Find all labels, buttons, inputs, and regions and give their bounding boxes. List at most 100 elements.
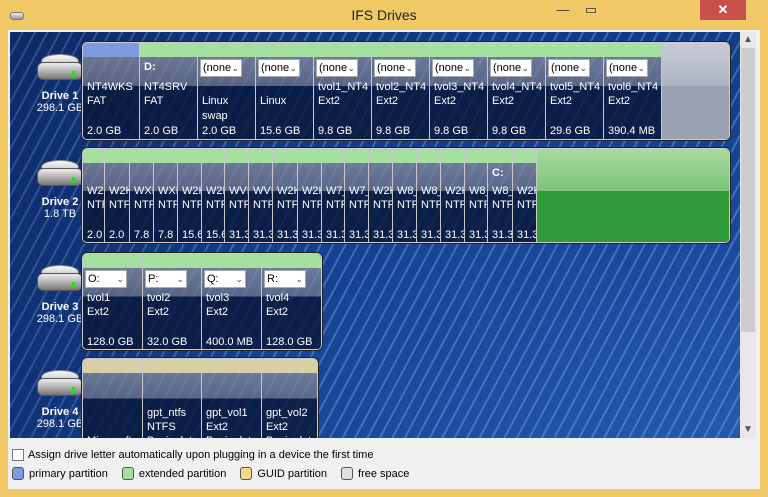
partition-name: tvol4 bbox=[266, 292, 290, 304]
partition-fs: Ext2 bbox=[206, 306, 229, 318]
drive-letter-dropdown[interactable]: (none⌄ bbox=[606, 59, 648, 77]
partition-name: tvol3_NT4 bbox=[434, 81, 485, 93]
partition-type-strip bbox=[262, 254, 321, 268]
partition[interactable]: W7_NTFS31.3 bbox=[322, 149, 345, 242]
partition[interactable]: Microsoft re bbox=[83, 359, 143, 438]
chevron-down-icon: ⌄ bbox=[579, 63, 587, 73]
partition-size: 2.0 bbox=[87, 229, 103, 241]
partition-name: W8_ bbox=[492, 185, 513, 197]
free-space[interactable] bbox=[662, 43, 729, 139]
vertical-scrollbar[interactable]: ▲ ▼ bbox=[740, 32, 756, 438]
chevron-down-icon: ⌄ bbox=[235, 274, 243, 284]
partition[interactable]: gpt_vol2Ext2Basic data bbox=[262, 359, 317, 438]
partition-fs: NTFS bbox=[302, 199, 321, 211]
drive-letter-dropdown[interactable]: (none⌄ bbox=[432, 59, 474, 77]
partition[interactable]: WXPNTFS7.8 bbox=[130, 149, 154, 242]
partition[interactable]: WXPNTFS7.8 bbox=[154, 149, 178, 242]
partition-size: 390.4 MB bbox=[608, 125, 656, 137]
partition-size: 31.3 bbox=[302, 229, 322, 241]
partition-fs: Ext2 bbox=[550, 95, 573, 107]
drive-letter-dropdown[interactable]: R:⌄ bbox=[264, 270, 306, 288]
partition-fs: NTFS bbox=[253, 199, 272, 211]
drive-letter-dropdown[interactable]: (none⌄ bbox=[316, 59, 358, 77]
partition-fs: Ext2 bbox=[147, 306, 170, 318]
partition[interactable]: W2KNTFS15.6 bbox=[202, 149, 225, 242]
partition[interactable]: W7_NTFS31.3 bbox=[345, 149, 369, 242]
partition[interactable]: WVINTFS31.3 bbox=[225, 149, 249, 242]
partition-type-strip bbox=[262, 359, 317, 373]
partition-name: WXP bbox=[134, 185, 153, 197]
partition[interactable]: gpt_vol1Ext2Basic data p bbox=[202, 359, 262, 438]
partition-name: W2K bbox=[182, 185, 201, 197]
auto-assign-checkbox[interactable]: Assign drive letter automatically upon p… bbox=[12, 449, 373, 461]
drive-letter-dropdown[interactable]: P:⌄ bbox=[145, 270, 187, 288]
partition[interactable]: W2KNTFS15.6 bbox=[178, 149, 202, 242]
partition[interactable]: C:W8_NTFS31.3 bbox=[488, 149, 513, 242]
legend-swatch bbox=[12, 467, 24, 480]
partition[interactable]: W2KNTFS2.0 bbox=[105, 149, 130, 242]
partition[interactable]: W2KNTFS31.3 bbox=[273, 149, 298, 242]
partition-fs: NTFS bbox=[158, 199, 177, 211]
scroll-thumb[interactable] bbox=[741, 48, 755, 332]
partition-fs: NTFS bbox=[87, 199, 104, 211]
partition-name: gpt_ntfs bbox=[147, 407, 187, 419]
drive-letter-dropdown[interactable]: (none⌄ bbox=[548, 59, 590, 77]
drive-letter-dropdown[interactable]: (none⌄ bbox=[490, 59, 532, 77]
partition[interactable]: W2KNTFS31.3 bbox=[369, 149, 393, 242]
scroll-down-arrow-icon[interactable]: ▼ bbox=[743, 424, 753, 435]
chevron-down-icon: ⌄ bbox=[521, 63, 529, 73]
partition-type-strip bbox=[604, 43, 661, 57]
partition[interactable]: W8_NTFS31.3 bbox=[417, 149, 441, 242]
drive-letter-dropdown[interactable]: O:⌄ bbox=[85, 270, 127, 288]
maximize-button[interactable]: ▭ bbox=[584, 2, 598, 17]
hard-drive-icon bbox=[37, 370, 83, 400]
close-button[interactable]: ✕ bbox=[700, 0, 746, 20]
partition[interactable]: W8_NTFS31.3 bbox=[393, 149, 417, 242]
legend-item: free space bbox=[341, 467, 409, 480]
drive-letter-dropdown[interactable]: (none⌄ bbox=[200, 59, 242, 77]
partition-size: 9.8 GB bbox=[492, 125, 527, 137]
minimize-button[interactable]: — bbox=[556, 2, 570, 17]
partition-type-strip bbox=[202, 254, 261, 268]
partition[interactable]: gpt_ntfsNTFSBasic data p bbox=[143, 359, 202, 438]
partition[interactable]: W2KNTFS31.3 bbox=[298, 149, 322, 242]
chevron-down-icon: ⌄ bbox=[289, 63, 297, 73]
partition[interactable]: WVINTFS31.3 bbox=[249, 149, 273, 242]
partition[interactable]: W2KNTFS31.3 bbox=[441, 149, 465, 242]
drive-letter-dropdown[interactable]: Q:⌄ bbox=[204, 270, 246, 288]
partition-type-strip bbox=[178, 149, 201, 163]
partition[interactable]: W2KNTFS31.3 bbox=[513, 149, 537, 242]
free-extended-space[interactable] bbox=[537, 149, 729, 242]
drive-letter-dropdown[interactable]: (none⌄ bbox=[258, 59, 300, 77]
partition-name: W8_ bbox=[397, 185, 416, 197]
partition-fs: Linux bbox=[202, 95, 229, 107]
partition-size: 31.3 bbox=[373, 229, 393, 241]
partition-fs: NTFS bbox=[492, 199, 513, 211]
chevron-down-icon: ⌄ bbox=[231, 63, 239, 73]
partition-type-strip bbox=[369, 149, 392, 163]
checkbox-box[interactable] bbox=[12, 449, 24, 461]
drive-letter-dropdown[interactable]: (none⌄ bbox=[374, 59, 416, 77]
partition[interactable]: W2KNTFS2.0 bbox=[83, 149, 105, 242]
partition-fs: NTFS bbox=[397, 199, 416, 211]
partition[interactable]: W8_NTFS31.3 bbox=[465, 149, 488, 242]
scroll-up-arrow-icon[interactable]: ▲ bbox=[743, 34, 753, 45]
partition-size: 29.6 GB bbox=[550, 125, 591, 137]
